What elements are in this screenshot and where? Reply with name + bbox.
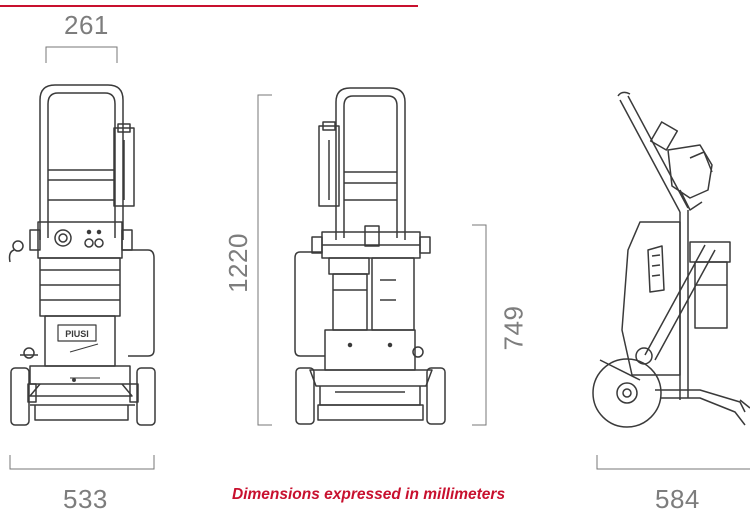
bracket-261 [45,46,118,63]
dimension-584: 584 [655,484,700,514]
dimension-261: 261 [64,10,109,40]
bracket-584 [596,455,750,470]
front-view-drawing [8,84,156,426]
units-caption: Dimensions expressed in millimeters [232,486,506,503]
front-brand-plate: PIUSI [65,329,89,339]
side-view-drawing [592,91,750,428]
dimension-1220: 1220 [222,233,253,293]
dimension-brackets [9,46,750,470]
dimension-533: 533 [63,484,108,514]
bracket-1220 [257,94,272,426]
dimension-749: 749 [498,305,529,351]
bracket-533 [9,455,155,470]
bracket-749 [472,224,487,426]
back-view-drawing [294,87,446,425]
